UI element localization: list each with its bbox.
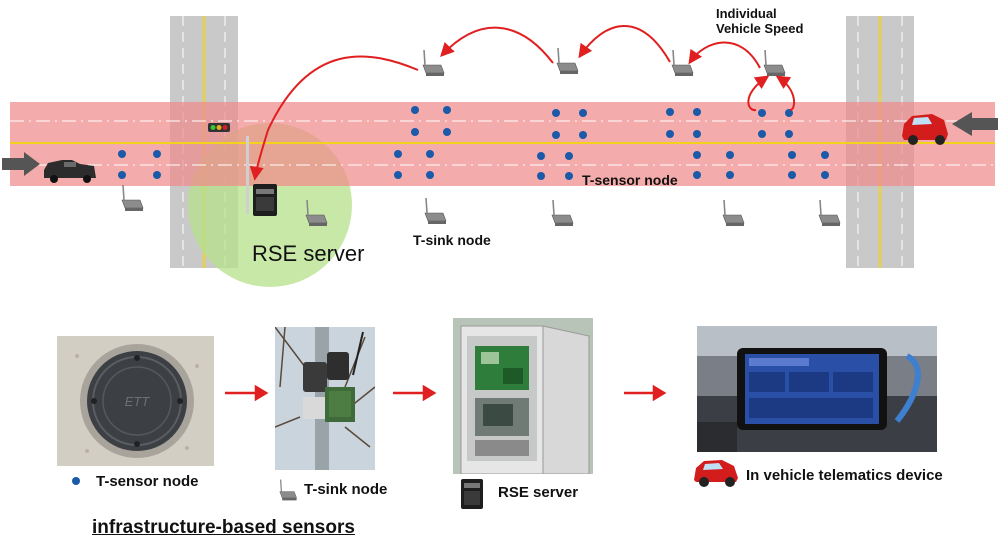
sensor-dot-icon — [72, 477, 80, 485]
vehicle-speed-label-line1: Individual — [716, 6, 777, 21]
infrastructure-caption: infrastructure-based sensors — [92, 517, 355, 538]
telematics-photo — [697, 326, 937, 452]
red-car-icon — [902, 114, 948, 145]
relay-arrows — [249, 25, 796, 181]
rse-cabinet-small-icon — [461, 479, 483, 509]
t-sink-node-label: T-sink node — [413, 232, 491, 248]
sink-node-icon — [279, 479, 297, 501]
red-car-small-icon — [694, 460, 738, 487]
telematics-caption: In vehicle telematics device — [746, 467, 943, 484]
rse-server-photo — [453, 318, 593, 474]
vehicle-speed-label: Individual Vehicle Speed — [716, 6, 803, 36]
direction-arrow-right-icon — [2, 152, 40, 176]
rse-server-caption: RSE server — [498, 484, 579, 501]
t-sensor-node-label: T-sensor node — [582, 172, 678, 188]
t-sensor-photo: ETT — [57, 336, 214, 466]
black-car-icon — [44, 160, 96, 183]
main-road — [10, 102, 995, 186]
direction-arrow-left-icon — [952, 112, 998, 136]
vehicle-speed-label-line2: Vehicle Speed — [716, 21, 804, 36]
traffic-light-icon — [208, 123, 230, 132]
flow-arrows — [225, 384, 667, 402]
road-diagram — [2, 16, 998, 287]
rse-server-label: RSE server — [252, 241, 365, 266]
t-sensor-caption: T-sensor node — [96, 473, 199, 490]
sensor-nodes — [118, 106, 829, 180]
t-sink-photo — [275, 327, 375, 470]
t-sink-caption: T-sink node — [304, 481, 388, 498]
lid-logo: ETT — [125, 394, 151, 409]
rse-cabinet-icon — [246, 136, 277, 216]
